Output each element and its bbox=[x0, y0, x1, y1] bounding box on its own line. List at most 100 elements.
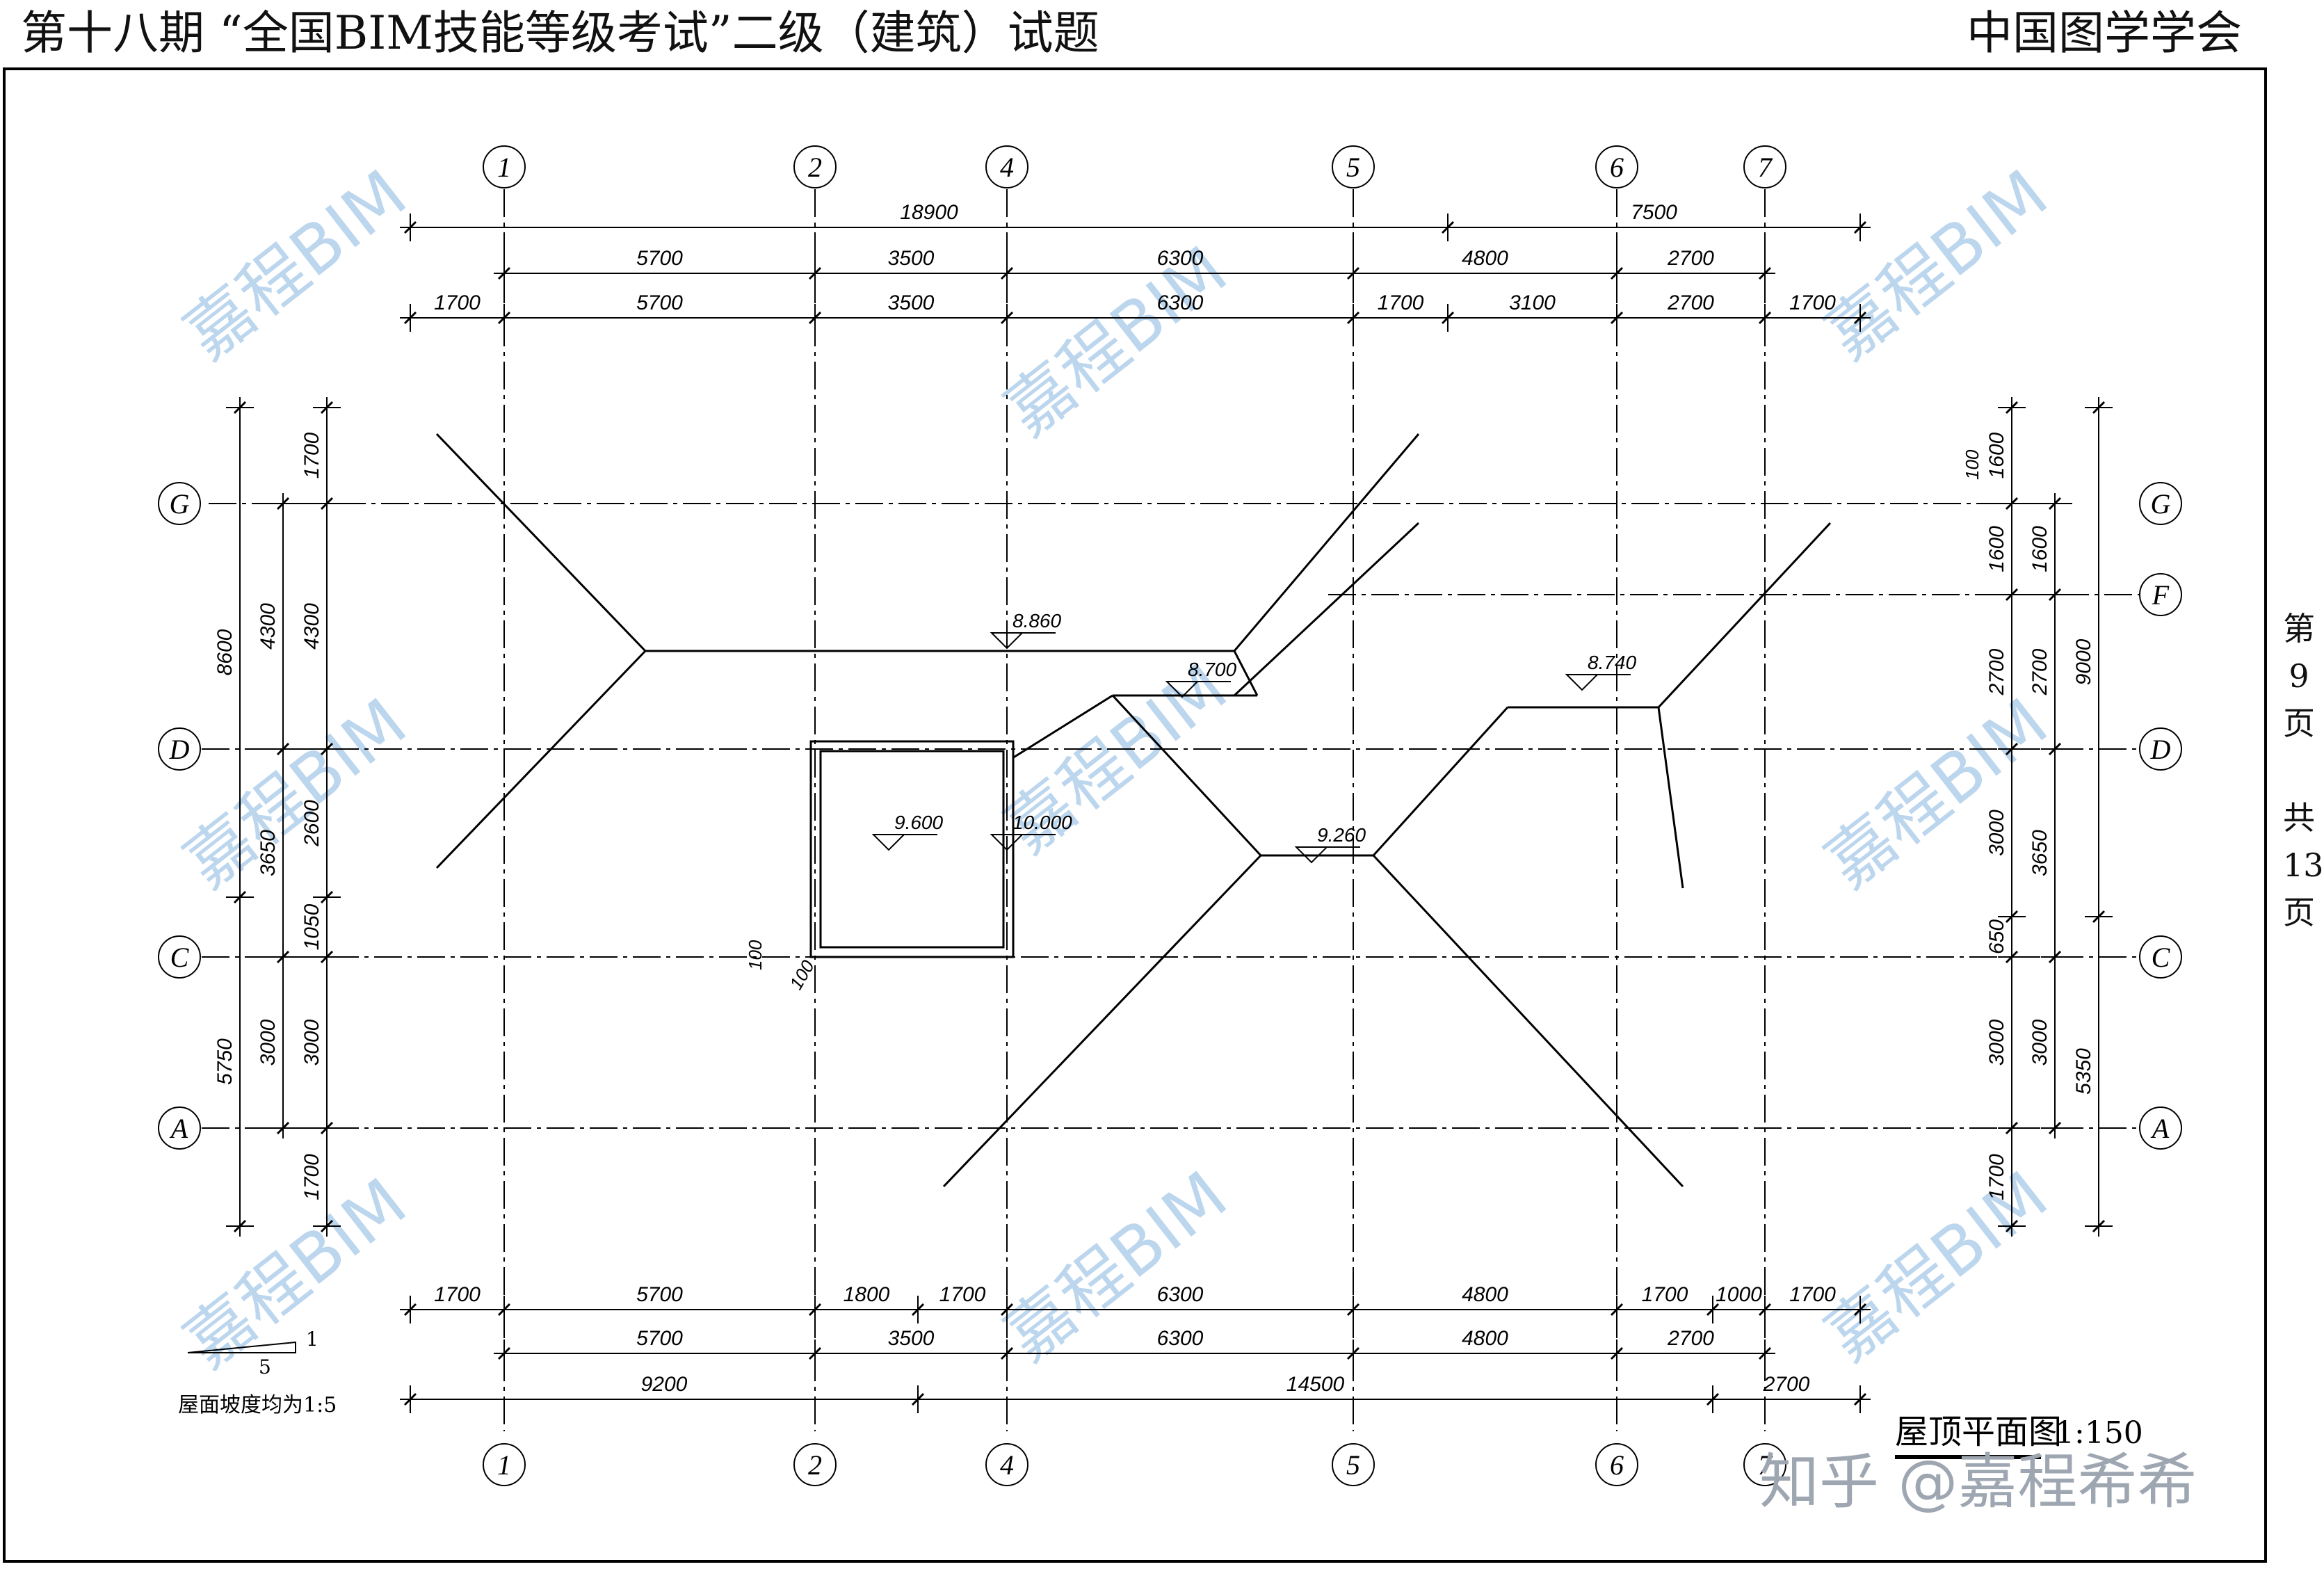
dim-parapet: 100 bbox=[1962, 449, 1983, 480]
dim-left-detail: 2600 bbox=[300, 800, 323, 847]
dim-tick bbox=[320, 950, 334, 964]
dim-left-detail: 1700 bbox=[300, 432, 323, 478]
total-gong: 共 bbox=[2283, 799, 2315, 837]
dim-tick bbox=[2005, 1121, 2019, 1135]
dim-right-detail: 2700 bbox=[1985, 648, 2008, 695]
dim-tick bbox=[1000, 1346, 1014, 1360]
dim-right-detail: 650 bbox=[1985, 919, 2008, 954]
slope-note: 屋面坡度均为1:5 bbox=[178, 1393, 337, 1417]
dim-bottom-overall: 9200 bbox=[641, 1373, 688, 1396]
dim-tick bbox=[2092, 910, 2106, 924]
elevation-value: 9.260 bbox=[1317, 824, 1366, 846]
dim-tick bbox=[2048, 1121, 2062, 1135]
dim-tick bbox=[497, 311, 511, 325]
dim-tick bbox=[1000, 1303, 1014, 1317]
watermark-text: 嘉程BIM bbox=[1811, 155, 2062, 374]
dim-tick bbox=[233, 1219, 247, 1233]
dim-tick bbox=[1610, 1303, 1624, 1317]
elevation-value: 8.860 bbox=[1012, 610, 1061, 631]
grid-lines bbox=[202, 189, 2142, 1431]
dim-tick bbox=[2092, 401, 2106, 415]
dim-tick bbox=[2005, 588, 2019, 602]
grid-bubble-bottom: 2 bbox=[808, 1449, 822, 1481]
dim-tick bbox=[1441, 311, 1455, 325]
grid-bubble-bottom: 5 bbox=[1346, 1449, 1360, 1481]
dim-right-mid: 3000 bbox=[2028, 1019, 2051, 1065]
dim-tick bbox=[2048, 588, 2062, 602]
dim-top-overall: 18900 bbox=[900, 201, 958, 224]
dim-right-mid: 1600 bbox=[2028, 526, 2051, 572]
dim-tick bbox=[403, 311, 417, 325]
elevation-value: 10.000 bbox=[1012, 812, 1072, 833]
grid-bubble-top-circle bbox=[483, 145, 526, 188]
dim-top-detail: 5700 bbox=[636, 291, 683, 314]
dim-top-axes: 5700 bbox=[636, 247, 683, 270]
elevation-value: 8.740 bbox=[1588, 652, 1636, 673]
dim-tick bbox=[2092, 1219, 2106, 1233]
slope-rise: 1 bbox=[306, 1328, 318, 1351]
dim-tick bbox=[808, 1346, 822, 1360]
grid-bubble-left-circle bbox=[158, 935, 201, 979]
elevation-value: 8.700 bbox=[1188, 659, 1236, 680]
grid-bubble-left: D bbox=[169, 734, 190, 765]
dim-tick bbox=[1000, 311, 1014, 325]
dim-bottom-overall: 14500 bbox=[1286, 1373, 1345, 1396]
ridge-line bbox=[1372, 706, 1509, 857]
zhihu-watermark: 知乎 @嘉程希希 bbox=[1759, 1447, 2197, 1517]
dim-right-detail: 1700 bbox=[1985, 1154, 2008, 1200]
dim-bottom-axes: 6300 bbox=[1157, 1327, 1204, 1350]
grid-bubble-right-circle bbox=[2139, 727, 2182, 771]
grid-bubble-bottom-circle bbox=[1743, 1443, 1786, 1486]
dim-tick bbox=[1346, 311, 1360, 325]
dim-bottom-overall: 2700 bbox=[1763, 1373, 1810, 1396]
ridge-line bbox=[1233, 433, 1420, 652]
dim-right-overall: 5350 bbox=[2072, 1048, 2095, 1095]
dim-tick bbox=[276, 742, 290, 756]
dim-top-overall: 7500 bbox=[1631, 201, 1677, 224]
dim-tick bbox=[403, 220, 417, 234]
dim-tick bbox=[1706, 1392, 1720, 1406]
dimension-lines bbox=[226, 214, 2113, 1413]
dim-left-detail: 3000 bbox=[300, 1019, 323, 1065]
exam-title: 第十八期 “全国BIM技能等级考试”二级（建筑）试题 bbox=[21, 6, 1099, 60]
dim-tick bbox=[2005, 401, 2019, 415]
page-di: 第 bbox=[2283, 610, 2315, 647]
grid-bubble-right-circle bbox=[2139, 935, 2182, 979]
dim-bottom-detail: 5700 bbox=[636, 1283, 683, 1306]
dim-left-mid: 3650 bbox=[257, 830, 280, 876]
grid-bubble-left-circle bbox=[158, 1107, 201, 1150]
dim-tick bbox=[1441, 220, 1455, 234]
grid-bubble-top-circle bbox=[1743, 145, 1786, 188]
grid-bubble-bottom-circle bbox=[483, 1443, 526, 1486]
dim-tick bbox=[497, 1303, 511, 1317]
dim-right-detail: 3000 bbox=[1985, 810, 2008, 856]
dim-bottom-axes: 3500 bbox=[888, 1327, 935, 1350]
elevation-symbol bbox=[1565, 674, 1599, 691]
dim-tick bbox=[1853, 1392, 1867, 1406]
dim-parapet: 100 bbox=[785, 956, 818, 993]
dim-tick bbox=[2005, 1219, 2019, 1233]
grid-bubble-bottom: 4 bbox=[1000, 1449, 1014, 1481]
dim-parapet: 100 bbox=[745, 940, 766, 970]
dim-tick bbox=[808, 266, 822, 280]
watermark-text: 嘉程BIM bbox=[1811, 684, 2062, 903]
grid-bubble-right: A bbox=[2150, 1113, 2170, 1144]
dim-tick bbox=[233, 401, 247, 415]
grid-bubble-bottom-circle bbox=[1595, 1443, 1638, 1486]
dim-tick bbox=[1853, 1303, 1867, 1317]
dim-tick bbox=[276, 950, 290, 964]
dim-tick bbox=[2005, 742, 2019, 756]
dim-tick bbox=[2048, 950, 2062, 964]
dim-tick bbox=[233, 890, 247, 904]
dim-tick bbox=[1758, 266, 1772, 280]
grid-bubble-left: G bbox=[170, 488, 190, 520]
ridge-line bbox=[942, 854, 1262, 1188]
dim-left-overall: 5750 bbox=[213, 1038, 236, 1085]
dim-tick bbox=[276, 497, 290, 510]
ridge-line bbox=[1111, 694, 1262, 857]
dim-right-mid: 2700 bbox=[2028, 648, 2051, 695]
